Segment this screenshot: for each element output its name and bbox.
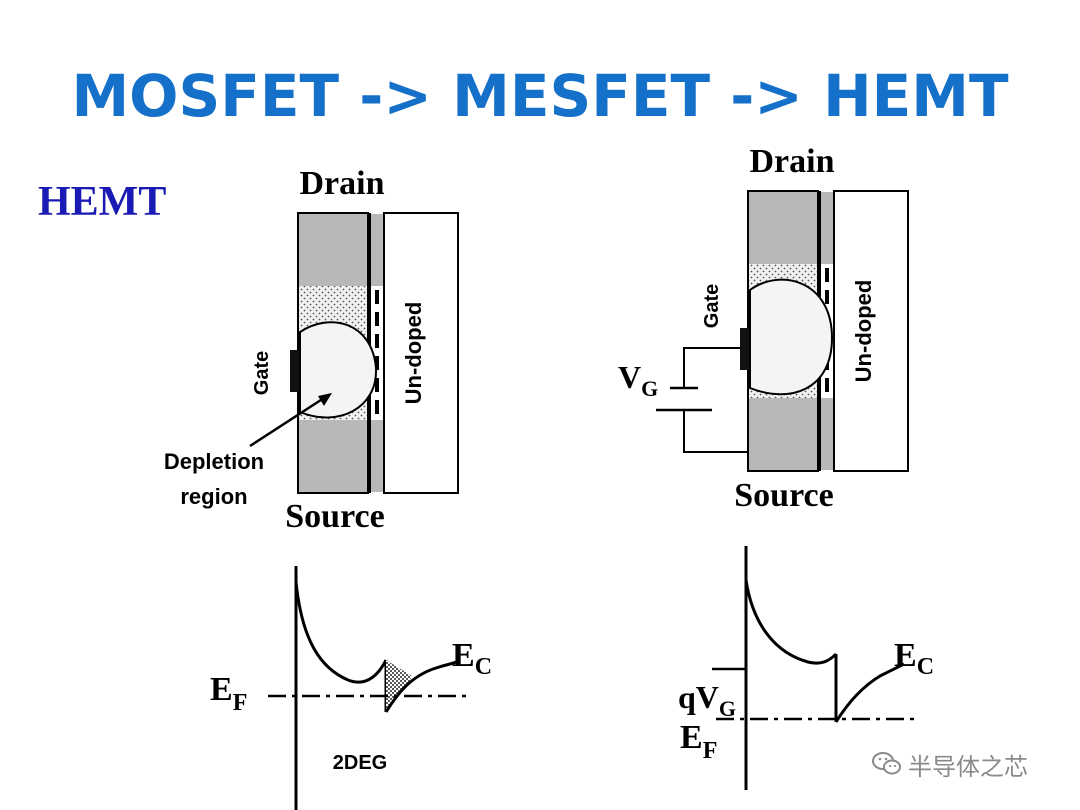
left-barrier-top xyxy=(370,214,384,286)
right-ec-label: EC xyxy=(894,637,934,680)
slide-title: MOSFET -> MESFET -> HEMT xyxy=(71,62,1009,130)
right-drain-contact xyxy=(749,192,817,264)
left-drain-contact xyxy=(299,214,367,286)
left-source-label: Source xyxy=(285,498,384,535)
depletion-label-line1: Depletion xyxy=(164,449,264,474)
right-gate-electrode xyxy=(740,328,749,370)
left-source-contact xyxy=(299,420,367,492)
depletion-arrow xyxy=(249,396,325,448)
left-drain-label: Drain xyxy=(300,165,385,202)
wechat-icon xyxy=(872,752,901,775)
left-depletion-region xyxy=(299,321,378,419)
left-device: Drain Gate Un-doped Depletion region Sou… xyxy=(164,165,459,535)
vg-wire-bottom xyxy=(683,410,748,453)
vg-label: VG xyxy=(618,359,658,401)
left-conduction-band-channel xyxy=(384,660,457,713)
vg-wire-top xyxy=(683,347,740,388)
right-barrier-bottom xyxy=(820,398,834,470)
hemt-label: HEMT xyxy=(38,179,167,225)
right-depletion-region xyxy=(749,278,834,396)
left-2deg-well-fill xyxy=(386,660,412,712)
right-undoped-label: Un-doped xyxy=(851,280,876,383)
right-ef-label: EF xyxy=(680,719,717,764)
left-barrier-bottom xyxy=(370,420,384,492)
right-source-label: Source xyxy=(734,477,833,514)
left-undoped-layer xyxy=(383,212,459,494)
right-band-diagram: qVG EF EC xyxy=(678,546,934,790)
right-drain-label: Drain xyxy=(750,143,835,180)
right-source-contact xyxy=(749,398,817,470)
right-gate-label: Gate xyxy=(701,284,723,328)
right-device: Drain Gate Un-doped VG Source xyxy=(618,143,909,514)
twodeg-label: 2DEG xyxy=(333,752,387,774)
left-ef-label: EF xyxy=(210,671,247,716)
left-undoped-label: Un-doped xyxy=(401,302,426,405)
right-conduction-band-channel xyxy=(834,662,905,723)
left-gate-electrode xyxy=(290,350,299,392)
right-conduction-band-barrier xyxy=(744,579,838,665)
left-band-diagram: EF EC 2DEG xyxy=(210,566,492,810)
watermark: 半导体之芯 xyxy=(872,748,1062,781)
left-gate-label: Gate xyxy=(251,351,273,395)
qvg-label: qVG xyxy=(678,679,736,721)
watermark-text: 半导体之芯 xyxy=(908,752,1028,781)
depletion-label-line2: region xyxy=(180,484,247,509)
right-undoped-layer xyxy=(833,190,909,472)
left-conduction-band-barrier xyxy=(294,581,388,684)
left-ec-label: EC xyxy=(452,637,492,680)
right-barrier-top xyxy=(820,192,834,264)
